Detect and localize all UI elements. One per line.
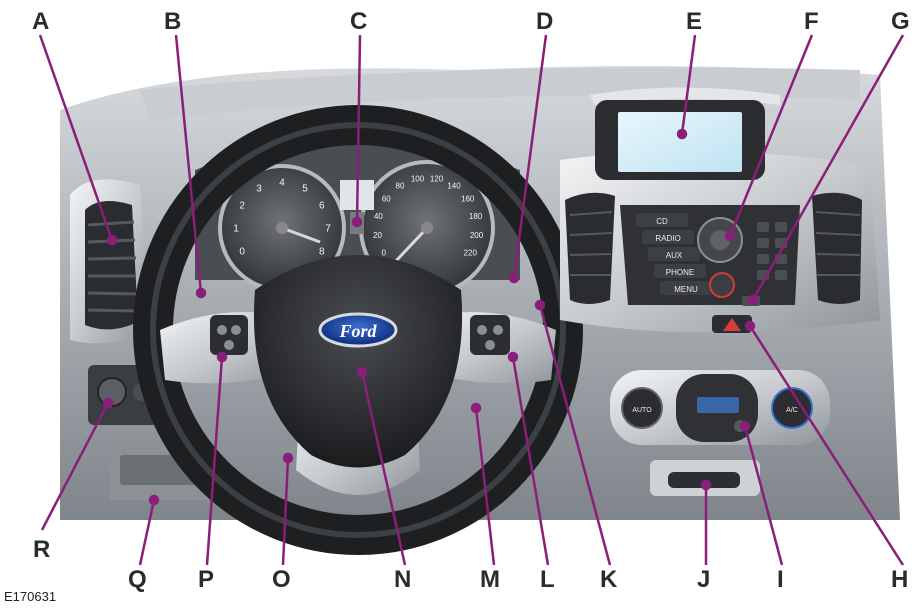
center-right-air-vent: [812, 192, 862, 304]
left-air-vent: [70, 179, 150, 344]
brand-badge-text: Ford: [338, 321, 377, 341]
audio-button: [642, 230, 694, 244]
climate-display: [697, 397, 739, 413]
tachometer-tick-label: 2: [239, 200, 245, 211]
callout-a: A: [32, 8, 50, 35]
center-left-air-vent: [565, 192, 615, 304]
callout-r: R: [33, 536, 51, 563]
tachometer-tick-label: 6: [319, 200, 325, 211]
callout-e: E: [686, 8, 703, 35]
callout-f: F: [804, 8, 819, 35]
speedometer-tick-label: 140: [447, 182, 461, 191]
audio-button: [660, 281, 712, 295]
volume-knob: [709, 272, 735, 298]
audio-button-label: CD: [656, 217, 668, 226]
callout-n: N: [394, 566, 412, 593]
callout-p: P: [198, 566, 215, 593]
left-temperature-knob: [621, 387, 663, 429]
speedometer-tick-label: 80: [396, 182, 405, 191]
power-socket-panel: [650, 460, 760, 496]
speedometer-tick-label: 20: [373, 231, 382, 240]
right-temperature-knob: [771, 387, 813, 429]
right-steering-switches: [470, 315, 510, 355]
airbag-cover: [253, 255, 463, 468]
callout-g: G: [891, 8, 910, 35]
tachometer-tick-label: 8: [319, 246, 325, 257]
tachometer-tick-label: 1: [233, 223, 239, 234]
figure-id: E170631: [4, 589, 57, 604]
callout-b: B: [164, 8, 182, 35]
speedometer-tick-label: 160: [461, 195, 475, 204]
speedometer-tick-label: 0: [381, 249, 386, 258]
audio-button-label: AUX: [666, 251, 683, 260]
callout-d: D: [536, 8, 554, 35]
tachometer-tick-label: 4: [279, 177, 285, 188]
callout-q: Q: [128, 566, 147, 593]
callout-k: K: [600, 566, 618, 593]
audio-button-label: RADIO: [655, 234, 680, 243]
left-knob-label: AUTO: [632, 407, 652, 414]
audio-button: [648, 247, 700, 261]
speedometer-tick-label: 200: [470, 231, 484, 240]
callout-m: M: [480, 566, 500, 593]
audio-button-label: PHONE: [666, 268, 694, 277]
left-steering-switches: [210, 315, 248, 355]
right-knob-label: A/C: [786, 407, 798, 414]
tachometer-tick-label: 5: [302, 184, 308, 195]
audio-button: [636, 213, 688, 227]
speedometer-tick-label: 40: [374, 212, 383, 221]
speedometer-tick-label: 120: [430, 175, 444, 184]
climate-control-panel: AUTO A/C: [610, 370, 830, 445]
audio-display-screen: [618, 112, 742, 172]
callout-l: L: [540, 566, 555, 593]
callout-o: O: [272, 566, 291, 593]
tachometer-tick-label: 7: [325, 223, 331, 234]
brand-badge: [318, 312, 398, 348]
tachometer-tick-label: 3: [256, 184, 262, 195]
speedometer-tick-label: 60: [382, 195, 391, 204]
callout-h: H: [891, 566, 909, 593]
speedometer-tick-label: 100: [411, 175, 425, 184]
callout-leaders: [38, 34, 905, 566]
hazard-warning-button: [712, 315, 752, 333]
audio-display-unit: [595, 100, 765, 180]
speedometer-tick-label: 220: [464, 249, 478, 258]
audio-button-label: MENU: [674, 285, 698, 294]
audio-button: [654, 264, 706, 278]
callout-c: C: [350, 8, 368, 35]
tachometer-tick-label: 0: [239, 246, 245, 257]
speedometer-tick-label: 180: [469, 212, 483, 221]
callout-i: I: [777, 566, 784, 593]
callout-j: J: [697, 566, 711, 593]
audio-control-panel: CD RADIO AUX PHONE MENU: [620, 205, 800, 305]
